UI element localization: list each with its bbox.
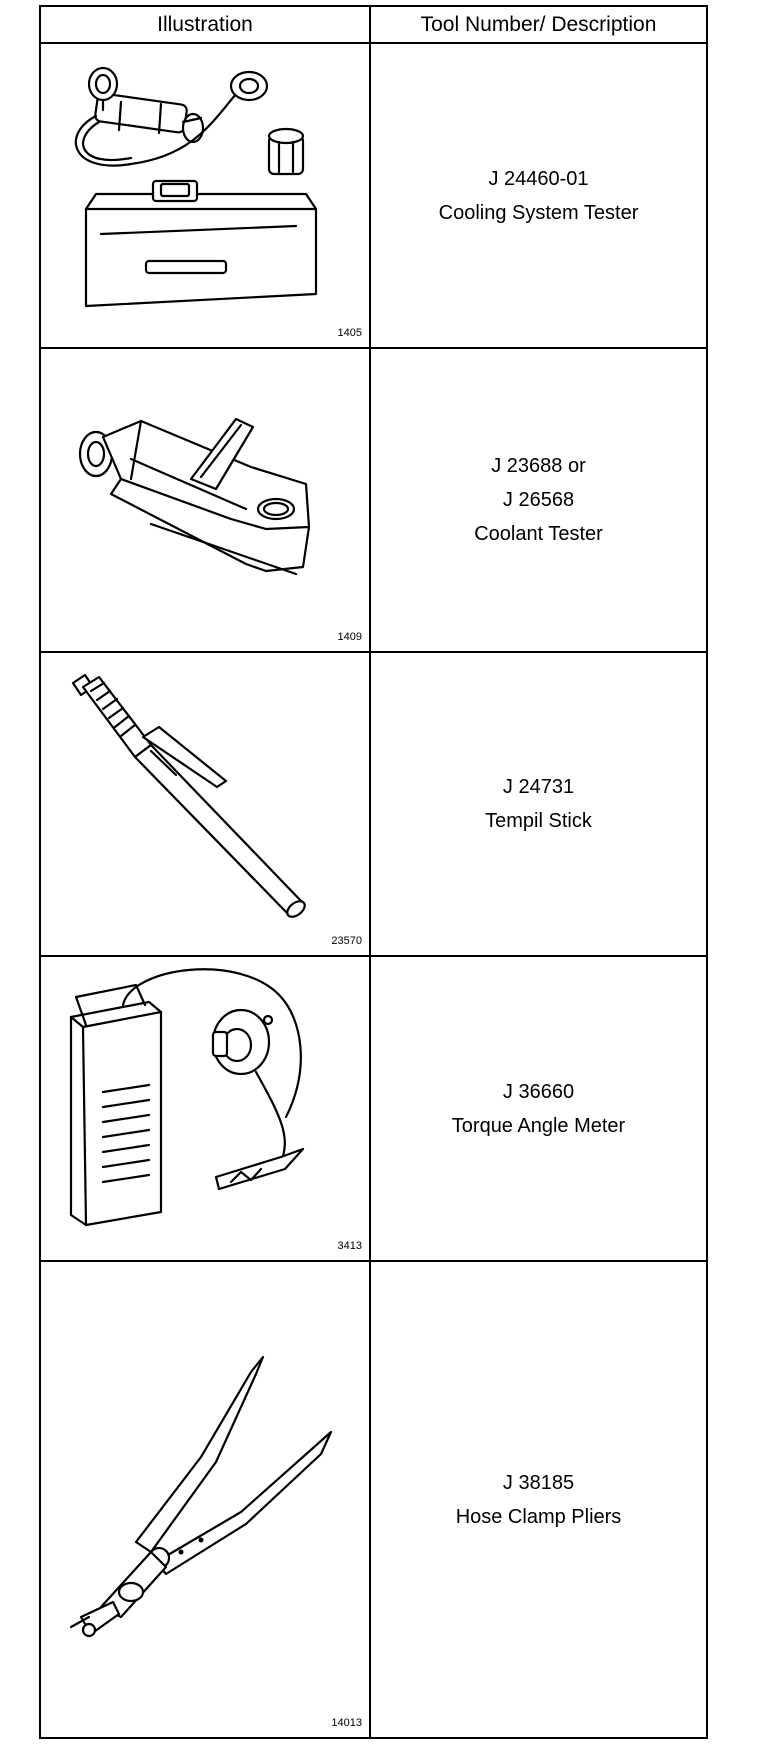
tool-description-cell: J 36660 Torque Angle Meter [371, 957, 706, 1260]
illustration-cell: 23570 [41, 653, 371, 955]
torque-angle-meter-icon [69, 968, 305, 1227]
figure-number: 23570 [331, 935, 362, 947]
tool-description-cell: J 24731 Tempil Stick [371, 653, 706, 955]
table-row: 1409 J 23688 or J 26568 Coolant Tester [41, 349, 706, 653]
tool-description: Torque Angle Meter [451, 1114, 626, 1137]
table-row: 14013 J 38185 Hose Clamp Pliers [41, 1262, 706, 1737]
tool-number: J 36660 [502, 1080, 575, 1103]
tool-description: Tempil Stick [485, 810, 592, 832]
table-row: 3413 J 36660 Torque Angle Meter [41, 957, 706, 1262]
header-illustration: Illustration [41, 7, 371, 42]
tempil-stick-icon [71, 673, 306, 918]
tool-number: J 24460-01 [488, 167, 589, 190]
table-row: 23570 J 24731 Tempil Stick [41, 653, 706, 957]
illustration-cell: 14013 [41, 1262, 371, 1737]
illustration-cell: 1405 [41, 44, 371, 347]
figure-number: 3413 [337, 1240, 362, 1252]
tool-description-cell: J 38185 Hose Clamp Pliers [371, 1262, 706, 1737]
table-header: Illustration Tool Number/ Description [41, 7, 706, 44]
figure-number: 1409 [337, 631, 362, 643]
tool-number: J 23688 or [491, 455, 586, 477]
figure-number: 1405 [337, 327, 362, 339]
tool-description: Coolant Tester [474, 523, 603, 545]
header-tool-description: Tool Number/ Description [420, 12, 657, 36]
tool-description-cell: J 23688 or J 26568 Coolant Tester [371, 349, 706, 651]
illustration-cell: 3413 [41, 957, 371, 1260]
coolant-tester-icon [78, 417, 311, 576]
tool-number-alt: J 26568 [502, 489, 575, 511]
hose-clamp-pliers-icon [69, 1355, 333, 1638]
figure-number: 14013 [331, 1717, 362, 1729]
tool-number: J 38185 [502, 1471, 575, 1494]
table-row: 1405 J 24460-01 Cooling System Tester [41, 44, 706, 349]
tool-number: J 24731 [502, 776, 575, 798]
illustration-cell: 1409 [41, 349, 371, 651]
tool-table: Illustration Tool Number/ Description [39, 5, 708, 1739]
tool-description-cell: J 24460-01 Cooling System Tester [371, 44, 706, 347]
tool-description: Cooling System Tester [438, 201, 639, 224]
tool-description: Hose Clamp Pliers [455, 1505, 622, 1528]
cooling-system-tester-icon [74, 66, 318, 308]
